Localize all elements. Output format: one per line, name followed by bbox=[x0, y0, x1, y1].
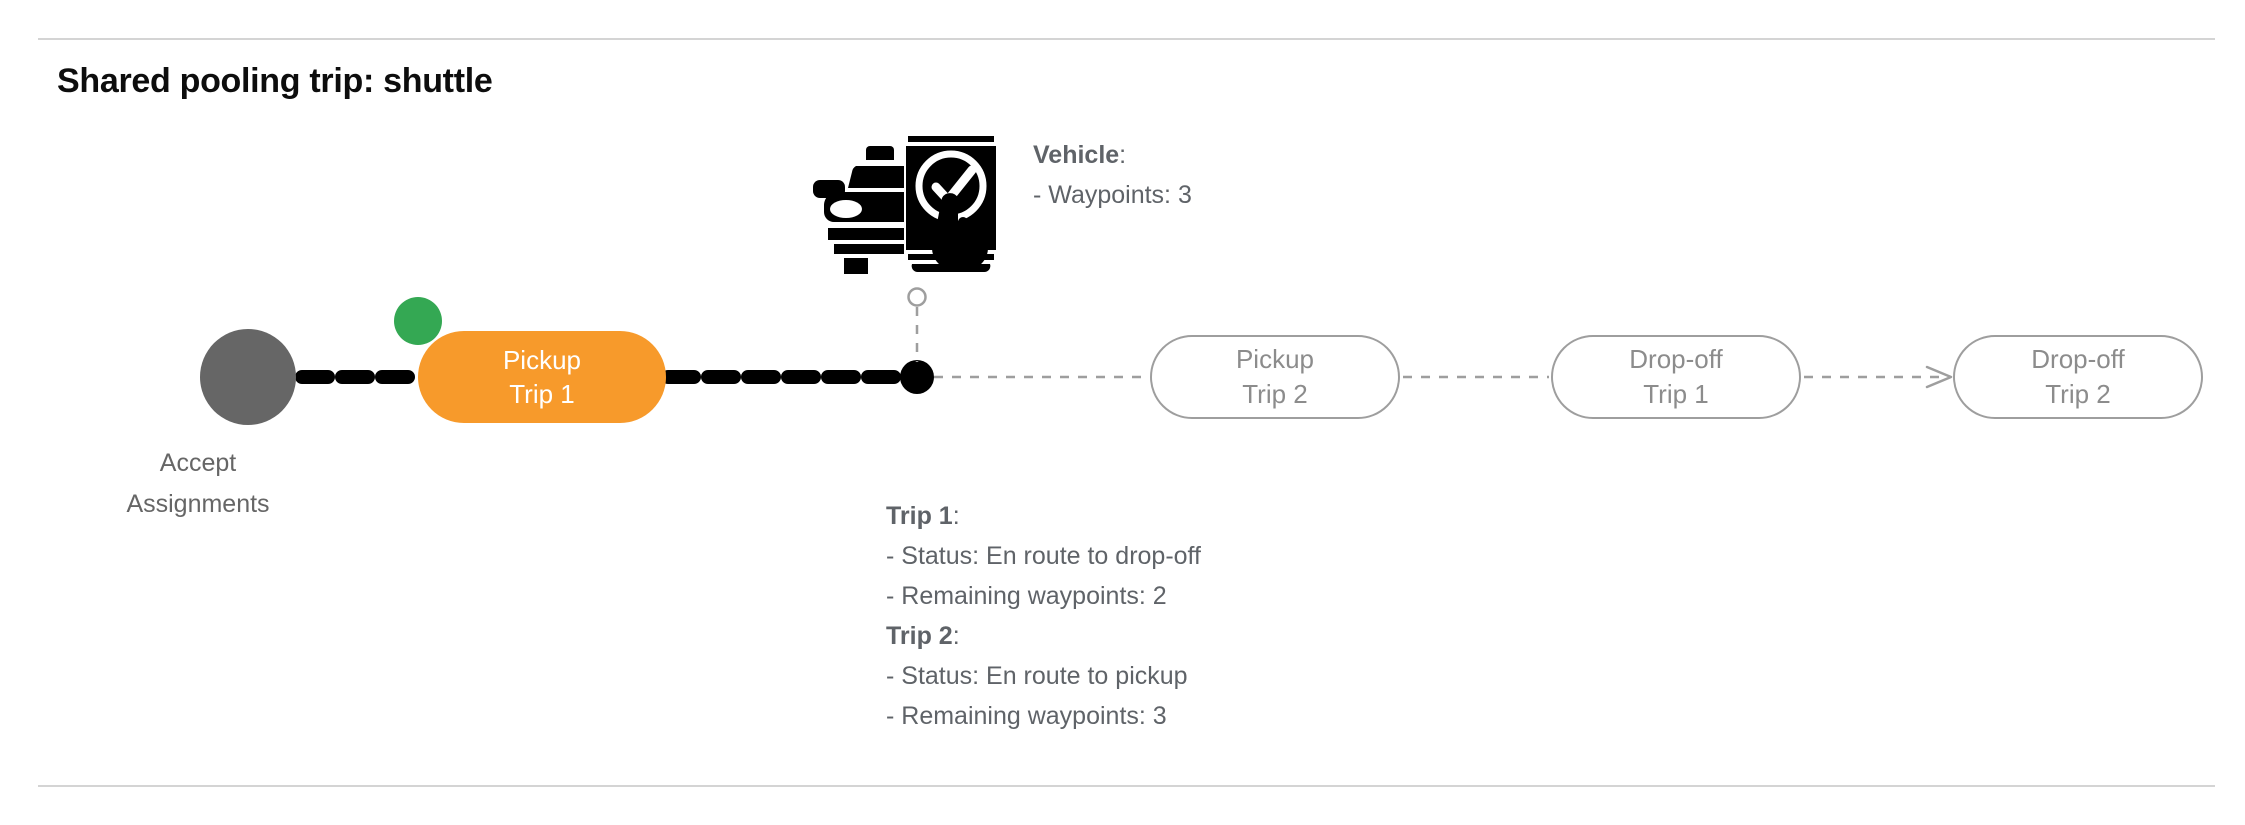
trip2-waypoints-row: - Remaining waypoints: 3 bbox=[886, 702, 1167, 730]
vehicle-position-marker[interactable] bbox=[900, 360, 934, 394]
trip2-name: Trip 2 bbox=[886, 622, 953, 650]
trip2-colon: : bbox=[952, 622, 960, 650]
pill-line-2: Trip 2 bbox=[2045, 379, 2111, 409]
accept-assignments-label: Accept Assignments bbox=[88, 443, 308, 525]
node-accept-assignments[interactable] bbox=[200, 329, 296, 425]
pill-line-2: Trip 1 bbox=[1643, 379, 1709, 409]
vehicle-colon: : bbox=[1119, 141, 1127, 169]
accept-label-line2: Assignments bbox=[126, 490, 270, 518]
node-dropoff-trip-1[interactable]: Drop-off Trip 1 bbox=[1551, 335, 1801, 419]
divider-bottom bbox=[38, 785, 2215, 787]
completed-circle bbox=[200, 329, 296, 425]
pill-line-1: Drop-off bbox=[1629, 344, 1723, 374]
accept-label-line1: Accept bbox=[159, 449, 237, 477]
pill-line-1: Pickup bbox=[502, 345, 582, 375]
trip1-name: Trip 1 bbox=[886, 502, 953, 530]
trip2-status-row: - Status: En route to pickup bbox=[886, 662, 1188, 690]
trip2-title-row: Trip 2: bbox=[886, 616, 1201, 656]
trip-details-block: Trip 1: - Status: En route to drop-off -… bbox=[886, 496, 1201, 736]
node-pickup-trip-2[interactable]: Pickup Trip 2 bbox=[1150, 335, 1400, 419]
car-phone-check-icon bbox=[813, 136, 996, 274]
vehicle-info-block: Vehicle: - Waypoints: 3 bbox=[1033, 135, 1192, 215]
node-dropoff-trip-2[interactable]: Drop-off Trip 2 bbox=[1953, 335, 2203, 419]
pill-line-2: Trip 1 bbox=[509, 379, 575, 409]
trip1-title-row: Trip 1: bbox=[886, 496, 1201, 536]
divider-top bbox=[38, 38, 2215, 40]
pill-line-2: Trip 2 bbox=[1242, 379, 1308, 409]
vehicle-leader-line bbox=[907, 287, 927, 362]
vehicle-label: Vehicle bbox=[1033, 141, 1120, 169]
node-pickup-trip-1[interactable]: Pickup Trip 1 bbox=[418, 331, 666, 423]
trip1-colon: : bbox=[952, 502, 960, 530]
path-accept-to-pickup1 bbox=[295, 370, 423, 384]
trip1-waypoints-row: - Remaining waypoints: 2 bbox=[886, 582, 1167, 610]
trip1-status-row: - Status: En route to drop-off bbox=[886, 542, 1201, 570]
status-badge-complete bbox=[394, 297, 442, 345]
page-title: Shared pooling trip: shuttle bbox=[57, 62, 493, 100]
pill-line-1: Drop-off bbox=[2031, 344, 2125, 374]
path-dropoff1-to-dropoff2 bbox=[1804, 365, 1953, 389]
vehicle-title-row: Vehicle: bbox=[1033, 135, 1192, 175]
pill-line-1: Pickup bbox=[1235, 344, 1315, 374]
vehicle-waypoints-row: - Waypoints: 3 bbox=[1033, 181, 1192, 209]
arrow-head-icon bbox=[1925, 365, 1953, 389]
